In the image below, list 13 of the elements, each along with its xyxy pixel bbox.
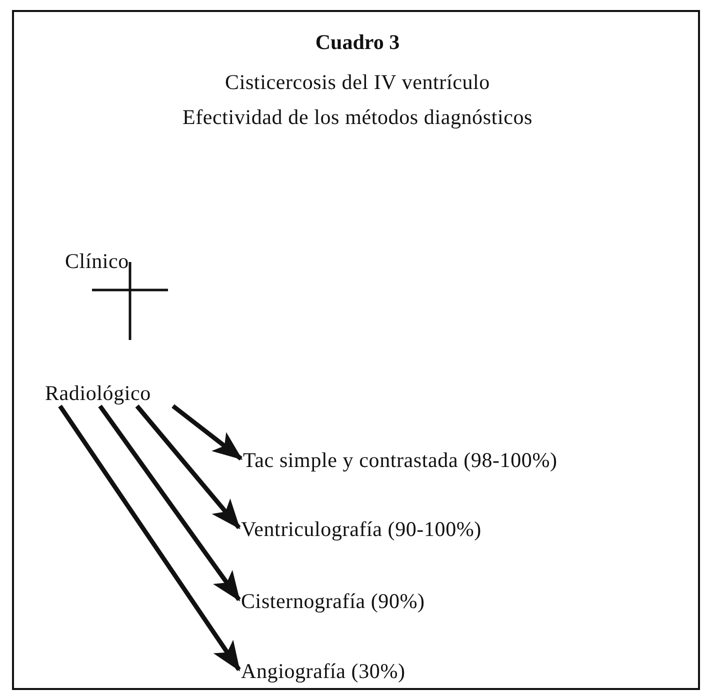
method-label: Ventriculografía (90-100%) [241, 516, 482, 542]
arrow [58, 404, 241, 672]
arrow [172, 404, 243, 460]
subtitle: Efectividad de los métodos diagnósticos [182, 105, 532, 130]
method-label: Tac simple y contrastada (98-100%) [243, 447, 558, 473]
method-label: Angiografía (30%) [241, 658, 406, 684]
method-label: Cisternografía (90%) [241, 588, 425, 614]
category-label: Radiológico [45, 380, 151, 406]
arrow [135, 404, 241, 530]
title: Cuadro 3 [314, 30, 401, 55]
category-label: Clínico [65, 248, 129, 274]
arrow [98, 404, 241, 602]
subtitle: Cisticercosis del IV ventrículo [225, 70, 490, 95]
